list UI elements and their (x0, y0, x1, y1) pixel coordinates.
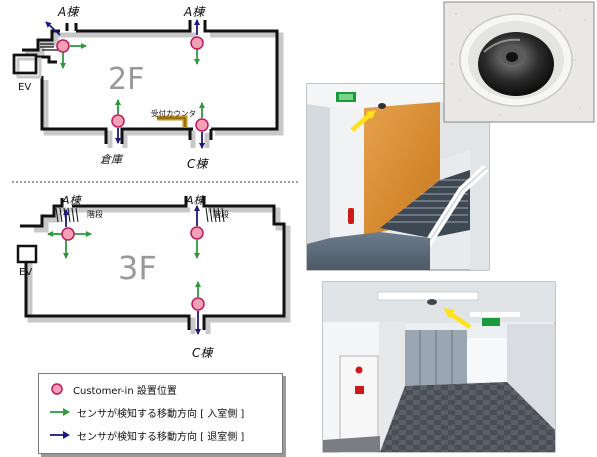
legend-entry-label: センサが検知する移動方向 [ 入室側 ] (77, 408, 245, 420)
photo-dome-camera (443, 1, 595, 123)
photo-office-corridor (322, 281, 556, 453)
legend: Customer-in 設置位置 センサが検知する移動方向 [ 入室側 ] セン… (38, 373, 283, 454)
wing-a-right-label-3f: A棟 (185, 194, 207, 207)
stairs-right-3f (205, 207, 225, 223)
walls-3f (20, 196, 286, 330)
stairs-left-label-3f: 階段 (87, 209, 103, 219)
elevator-3f: EV (16, 244, 38, 278)
elevator-label-2f: EV (18, 82, 31, 93)
legend-row-entry: センサが検知する移動方向 [ 入室側 ] (49, 403, 244, 421)
wing-a-left-label-2f: A棟 (57, 5, 80, 19)
legend-marker-label: Customer-in 設置位置 (73, 385, 177, 397)
sensor-2f-wing-a-right (190, 19, 204, 65)
legend-exit-label: センサが検知する移動方向 [ 退室側 ] (77, 431, 245, 443)
wing-a-right-label-2f: A棟 (183, 5, 206, 19)
sensor-marker-icon (51, 383, 63, 395)
sensor-3f-wing-c (191, 281, 205, 335)
reception-counter: 受付カウンタ (151, 108, 196, 127)
exit-arrow-icon (50, 431, 70, 439)
elevator-2f: EV (12, 53, 42, 93)
stairs-2f (40, 43, 58, 51)
sensor-3f-wing-a-left (47, 209, 92, 259)
stairs-left-3f (55, 207, 79, 223)
floor-plan-2f: EV 受付カウンタ A棟 A棟 2F 倉庫 C棟 (12, 5, 284, 171)
sensor-2f-wing-a-left (45, 21, 87, 69)
legend-row-marker: Customer-in 設置位置 (49, 380, 177, 398)
sensor-3f-wing-a-right (190, 205, 204, 259)
floor-label-2f: 2F (108, 62, 144, 97)
entry-arrow-icon (50, 408, 70, 416)
floor-plan-3f: EV A棟 階段 A棟 階段 3F C棟 (16, 194, 291, 360)
legend-row-exit: センサが検知する移動方向 [ 退室側 ] (49, 426, 244, 444)
elevator-label-3f: EV (19, 267, 32, 278)
wing-c-label-2f: C棟 (187, 157, 209, 171)
reception-label: 受付カウンタ (151, 108, 196, 118)
sensor-2f-storage (111, 99, 125, 144)
wing-c-label-3f: C棟 (192, 346, 214, 360)
walls-2f (22, 20, 279, 144)
storage-label: 倉庫 (100, 153, 124, 166)
floor-label-3f: 3F (118, 249, 157, 287)
wall-shadow-3f (27, 207, 291, 334)
sensor-2f-wing-c (195, 102, 209, 149)
stairs-right-label-3f: 階段 (213, 209, 229, 219)
wing-a-left-label-3f: A棟 (61, 194, 83, 207)
